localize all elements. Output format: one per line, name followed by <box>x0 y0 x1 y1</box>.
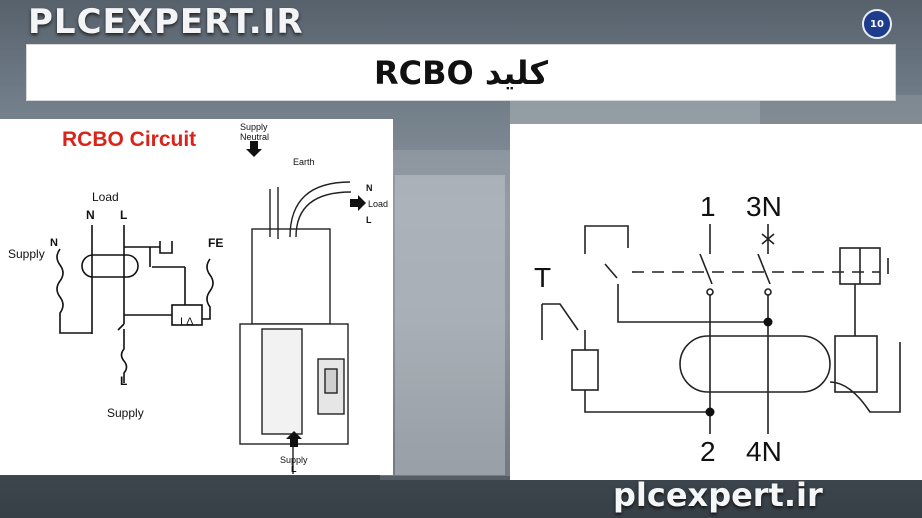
title-bar: کلید RCBO <box>26 44 896 101</box>
rcbo-circuit-diagram: RCBO Circuit Load N L Supply N FE I Δ L … <box>8 122 388 474</box>
fe-label: FE <box>208 236 223 250</box>
terminal-t-label: T <box>534 262 551 293</box>
terminal-3n-label: 3N <box>746 191 782 222</box>
rcbo-device-drawing <box>239 181 352 474</box>
load-l-label: L <box>366 215 372 225</box>
page-number-badge: 10 <box>862 9 892 39</box>
n-label: N <box>86 208 95 222</box>
l-label: L <box>120 208 127 222</box>
test-label: I Δ <box>180 316 194 328</box>
n-left-label: N <box>50 237 58 249</box>
load-label: Load <box>92 190 119 204</box>
terminal-4n-label: 4N <box>746 436 782 467</box>
logo-top: PLCEXPERT.IR <box>28 2 304 42</box>
supply-neutral-top: Supply <box>240 122 268 132</box>
supply-l-bottom: L <box>291 464 297 474</box>
junction-dot-top <box>763 317 773 327</box>
neutral-arrow-icon <box>246 141 262 157</box>
load-arrow-icon <box>350 195 366 211</box>
junction-dot-bottom <box>705 407 715 417</box>
supply-l-top: Supply <box>280 455 308 465</box>
diagram-heading: RCBO Circuit <box>62 128 196 151</box>
load-label-right: Load <box>368 199 388 209</box>
logo-bottom: plcexpert.ir <box>613 476 823 514</box>
supply-left-label: Supply <box>8 247 45 261</box>
terminal-1-label: 1 <box>700 191 716 222</box>
earth-label: Earth <box>293 157 315 167</box>
supply-neutral-bottom: Neutral <box>240 132 269 142</box>
load-n-label: N <box>366 183 373 193</box>
rcbo-symbol-diagram: 1 3N T 2 4N <box>534 191 901 467</box>
rcbo-symbol-lines <box>541 224 901 434</box>
terminal-2-label: 2 <box>700 436 716 467</box>
bottom-supply-label: Supply <box>107 406 144 420</box>
slide-title: کلید RCBO <box>373 53 549 92</box>
supply-arrow-icon <box>286 431 302 447</box>
rcbo-symbol-panel: 1 3N T 2 4N <box>510 124 922 480</box>
rcbo-circuit-panel: RCBO Circuit Load N L Supply N FE I Δ L … <box>0 119 393 475</box>
schematic-lines <box>56 225 214 383</box>
